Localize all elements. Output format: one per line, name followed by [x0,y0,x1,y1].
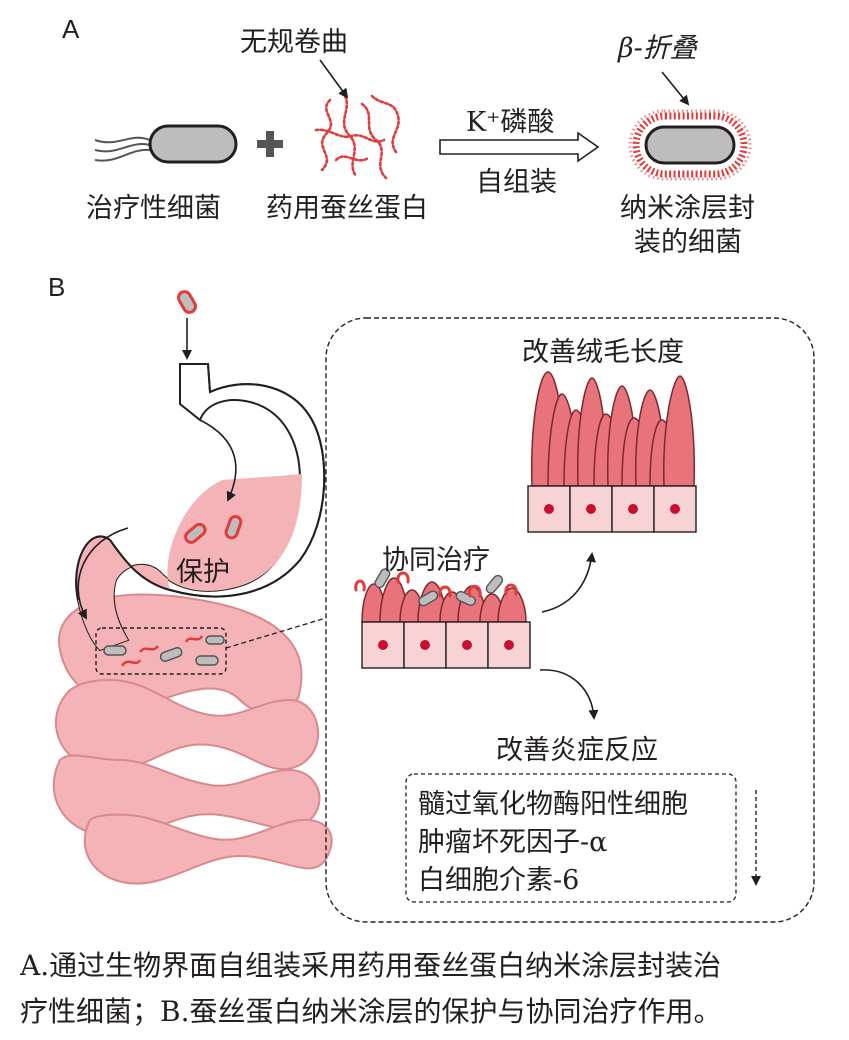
improved-villi [527,371,697,533]
marker-il6: 白细胞介素-6 [418,865,580,896]
duodenum-path-arrow [77,527,129,620]
treated-villi [354,568,531,669]
coated-label-line2: 装的细菌 [634,227,742,258]
zoom-panel [325,317,815,923]
random-coil-label: 无规卷曲 [240,27,348,58]
inflammation-label: 改善炎症反应 [496,735,658,766]
coil-pointer [319,59,349,99]
beta-sheet-label: β-折叠 [618,33,697,64]
caption-line2: 疗性细菌；B.蚕丝蛋白纳米涂层的保护与协同治疗作用。 [20,995,722,1028]
villus-outcome-arrow [541,552,596,613]
caption-line1: A.通过生物界面自组装采用药用蚕丝蛋白纳米涂层封装治 [20,949,722,982]
coated-label-line1: 纳米涂层封 [620,193,755,224]
beta-pointer [661,71,690,106]
stomach-bacteria-icon [224,515,243,540]
silk-protein-label: 药用蚕丝蛋白 [266,193,428,224]
stomach-bacteria-icon [184,522,207,544]
marker-tnf: 肿瘤坏死因子-α [418,827,608,858]
villus-label: 改善绒毛长度 [522,337,684,368]
bacteria-icon [148,124,238,164]
panel-a-letter: A [62,14,80,44]
stomach [75,363,326,652]
coated-bacteria-icon [628,109,752,181]
arrow-bottom-label: 自组装 [476,167,557,198]
protect-label: 保护 [176,557,230,588]
inflammation-outcome-arrow [539,669,599,720]
flagella-icon [94,136,151,162]
stomach-path-arrow [199,419,237,502]
arrow-top-label: K⁺磷酸 [466,107,555,138]
zoom-connector-line [225,617,327,649]
synergy-label: 协同治疗 [382,545,490,576]
intestine-bacteria-icon [103,635,225,667]
markers-box [405,773,737,903]
zoom-region-box [95,627,227,675]
bacteria-label: 治疗性细菌 [86,193,221,224]
panel-b-letter: B [48,272,66,302]
plus-icon [257,131,283,157]
ingested-bacteria-icon [177,290,197,314]
self-assembly-arrow [439,131,600,163]
marker-mpo: 髓过氧化物酶阳性细胞 [418,789,688,820]
silk-protein-coil-icon [314,94,400,180]
